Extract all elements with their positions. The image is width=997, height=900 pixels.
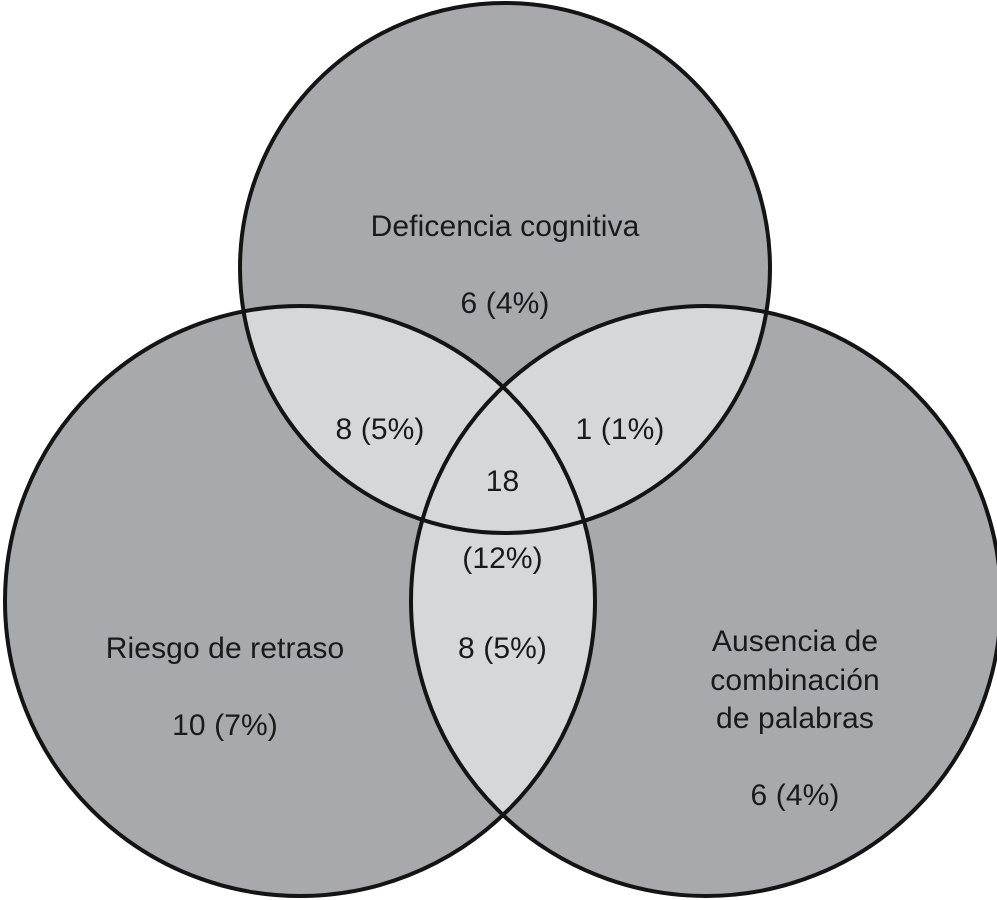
venn-outlines (3, 1, 997, 898)
circle-top-outline (238, 1, 772, 535)
set-label-left-value: 10 (7%) (172, 709, 278, 743)
region-top-right-fill (411, 306, 770, 533)
set-label-top-value: 6 (4%) (460, 287, 550, 321)
region-value-all-three-percent: (12%) (462, 542, 543, 576)
region-label-top-left: 8 (5%) (255, 373, 505, 488)
circle-right-outline (409, 304, 997, 898)
region-label-left-right: 8 (5%) (400, 592, 605, 707)
set-label-right: Ausencia de combinación de palabras 6 (4… (645, 585, 945, 854)
set-label-right-value: 6 (4%) (750, 778, 840, 812)
region-value-all-three-count: 18 (485, 465, 520, 499)
region-top-left-fill (240, 306, 595, 533)
set-label-left-title: Riesgo de retraso (105, 632, 345, 666)
region-value-left-right: 8 (5%) (458, 632, 547, 666)
region-value-top-right: 1 (1%) (575, 413, 665, 447)
circle-left-outline (3, 304, 597, 898)
region-value-top-left: 8 (5%) (335, 413, 425, 447)
region-label-all-three: 18 (12%) (400, 425, 605, 617)
set-label-top: Deficencia cognitiva 6 (4%) (290, 170, 720, 362)
set-label-left: Riesgo de retraso 10 (7%) (55, 592, 395, 784)
set-label-top-title: Deficencia cognitiva (370, 210, 640, 244)
region-label-top-right: 1 (1%) (495, 373, 745, 488)
set-label-right-title: Ausencia de combinación de palabras (710, 625, 880, 736)
